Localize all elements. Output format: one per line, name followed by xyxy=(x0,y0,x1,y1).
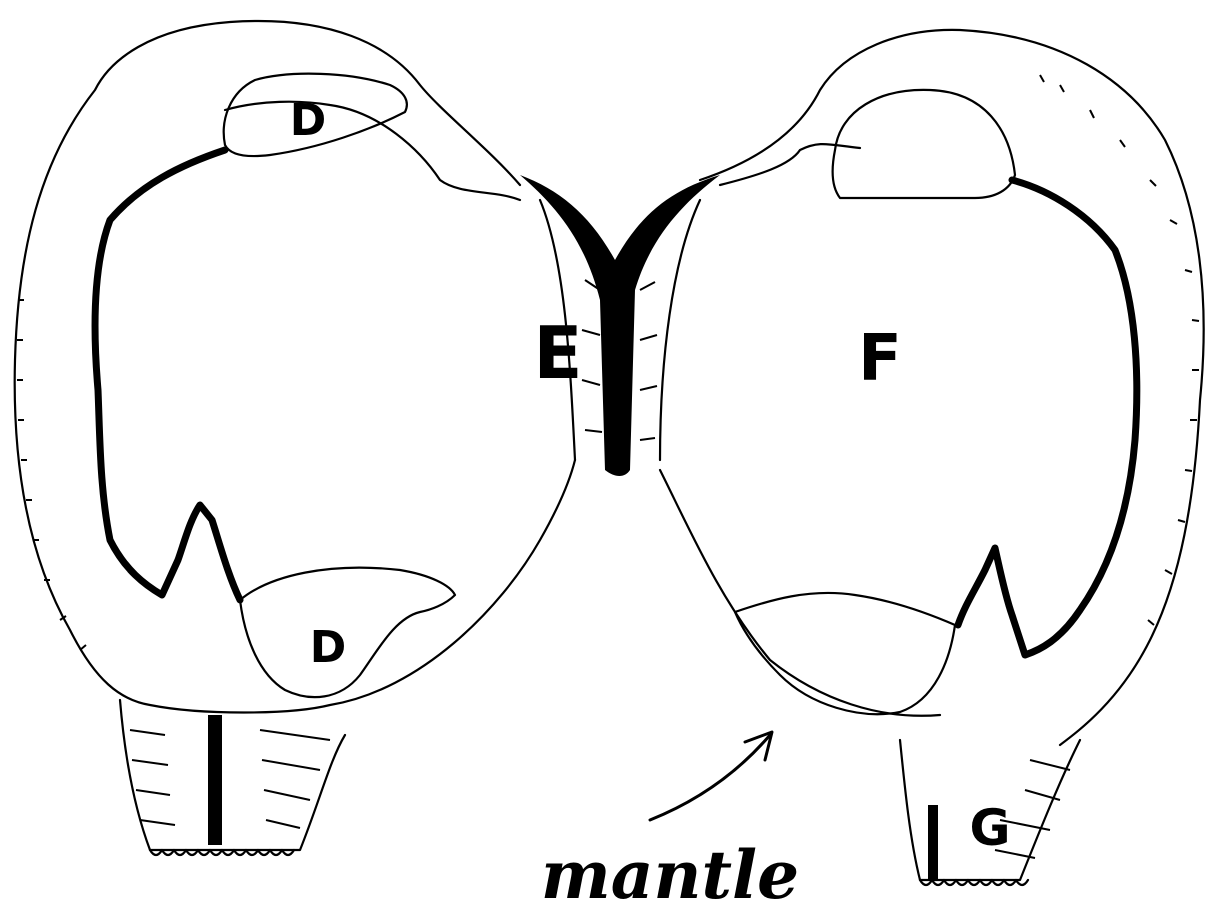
adductor-muscle-scar-right-bottom[interactable] xyxy=(735,593,955,714)
label-mantle: mantle xyxy=(541,836,799,914)
adductor-muscle-scar-bottom[interactable] xyxy=(240,568,455,697)
label-d-top: D xyxy=(290,95,327,146)
right-growth-lines xyxy=(1040,75,1199,625)
label-e: E xyxy=(533,311,582,395)
label-d-bottom: D xyxy=(310,622,347,673)
adductor-muscle-scar-right-top[interactable] xyxy=(833,90,1015,198)
label-f: F xyxy=(858,322,902,396)
left-siphon[interactable] xyxy=(120,700,345,855)
left-inner-rim xyxy=(225,102,520,200)
left-pallial-line[interactable] xyxy=(95,150,240,600)
right-inner-rim xyxy=(720,144,860,185)
label-g: G xyxy=(969,799,1010,857)
mantle-arrow xyxy=(650,732,772,820)
right-mantle-edge xyxy=(660,470,940,716)
left-growth-lines xyxy=(17,300,86,650)
right-valve xyxy=(660,30,1204,885)
right-pallial-line[interactable] xyxy=(958,180,1137,655)
left-valve xyxy=(15,21,575,855)
